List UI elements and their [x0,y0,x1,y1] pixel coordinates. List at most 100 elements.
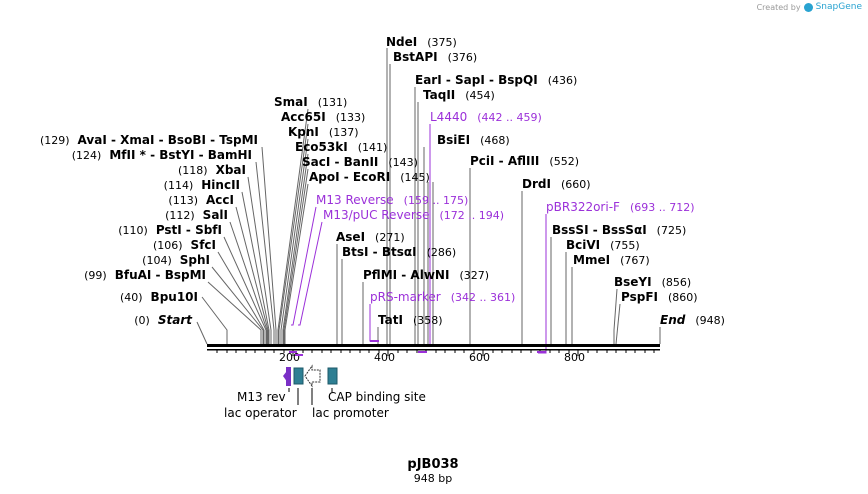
feature-label-cap-binding-site: CAP binding site [328,390,426,404]
site-label: PciI - AflIII(552) [470,154,579,168]
site-position: (143) [388,156,418,169]
site-name: BciVI [566,238,600,252]
site-name: HincII [201,178,240,192]
site-name: TaqII [423,88,455,102]
primer-range: (442 .. 459) [477,111,542,124]
site-label: EarI - SapI - BspQI (436) [415,73,577,87]
ruler-tick-label: 800 [564,351,585,364]
site-position: (860) [668,291,698,304]
site-position: (137) [329,126,359,139]
ruler [216,350,655,356]
site-position: (133) [336,111,366,124]
watermark-brand: SnapGene [815,2,862,12]
snapgene-logo-icon [803,2,813,12]
site-position: (454) [465,89,495,102]
site-label: ApoI - EcoRI(145) [309,170,430,184]
feature-label-m13-rev: M13 rev [237,390,286,404]
site-name: Bpu10I [151,290,198,304]
lac-operator-box [293,367,304,385]
site-name: PflMI - AlwNI [363,268,449,282]
m13-rev-feature [286,367,291,386]
site-label: BseYI (856) [614,275,691,289]
site-position: (0) [134,314,150,327]
site-label: (113)AccI [168,193,234,207]
plasmid-length: 948 bp [414,472,452,485]
end-label: End (948) [660,313,725,327]
snapgene-watermark: Created by SnapGene [757,2,862,12]
site-name: PspFI [621,290,658,304]
primer-marks [289,340,546,356]
primer-name: M13/pUC Reverse [323,208,430,222]
site-name: SfcI [191,238,216,252]
site-position: (660) [561,178,591,191]
site-label: PspFI (860) [621,290,698,304]
site-name: PstI - SbfI [156,223,222,237]
site-position: (856) [662,276,692,289]
backbone-strand-top [207,344,660,347]
ruler-tick-label: 600 [469,351,490,364]
site-connectors [196,48,661,345]
primer-label: M13 Reverse (159 .. 175) [316,193,468,207]
primer-range: (159 .. 175) [404,194,469,207]
site-position: (286) [427,246,457,259]
site-label: AseI(271) [336,230,405,244]
site-name: MfII * - BstYI - BamHI [109,148,252,162]
feature-track [283,364,338,405]
primer-label: pBR322ori-F(693 .. 712) [546,200,695,214]
primer-label: L4440 (442 .. 459) [430,110,542,124]
site-label: BstAPI (376) [393,50,477,64]
plasmid-name: pJB038 [407,457,458,472]
site-position: (358) [413,314,443,327]
primer-name: pRS-marker [370,290,441,304]
site-position: (141) [358,141,388,154]
site-label: DrdI (660) [522,177,591,191]
primer-label: M13/pUC Reverse(172 .. 194) [323,208,504,222]
site-name: SphI [180,253,210,267]
feature-label-lac-operator: lac operator [224,406,297,420]
site-name: BstAPI [393,50,438,64]
site-label: BciVI (755) [566,238,640,252]
site-position: (755) [610,239,640,252]
site-position: (271) [375,231,405,244]
site-label: BtsI - BtsαI(286) [342,245,456,259]
site-name: ApoI - EcoRI [309,170,390,184]
site-name: End [660,313,686,327]
site-label: (110)PstI - SbfI [118,223,222,237]
site-name: AvaI - XmaI - BsoBI - TspMI [78,133,258,147]
site-label: SmaI(131) [274,95,347,109]
site-position: (376) [448,51,478,64]
site-label: BssSI - BssSαI (725) [552,223,686,237]
site-position: (948) [695,314,725,327]
site-label: BsiEI(468) [437,133,510,147]
site-name: SalI [203,208,228,222]
primer-name: M13 Reverse [316,193,394,207]
site-name: EarI - SapI - BspQI [415,73,538,87]
site-position: (725) [657,224,687,237]
site-name: SacI - BanII [302,155,378,169]
site-label: (104)SphI [142,253,210,267]
site-position: (131) [318,96,348,109]
site-label: NdeI(375) [386,35,457,49]
site-position: (40) [120,291,143,304]
site-label: (118)XbaI [178,163,246,177]
site-label: (114)HincII [164,178,240,192]
site-label: TaqII (454) [423,88,495,102]
site-label: (99) BfuAI - BspMI [84,268,206,282]
site-name: BsiEI [437,133,470,147]
site-label: Eco53kI(141) [295,140,387,154]
site-name: BseYI [614,275,652,289]
watermark-prefix: Created by [756,2,801,12]
site-name: BfuAI - BspMI [115,268,206,282]
site-name: Start [158,313,193,327]
site-position: (99) [84,269,107,282]
site-position: (327) [459,269,489,282]
site-label: KpnI(137) [288,125,359,139]
primer-range: (693 .. 712) [630,201,695,214]
primer-name: L4440 [430,110,467,124]
site-name: DrdI [522,177,551,191]
site-label: (129)AvaI - XmaI - BsoBI - TspMI [40,133,258,147]
site-position: (767) [620,254,650,267]
site-position: (436) [548,74,578,87]
site-name: BssSI - BssSαI [552,223,647,237]
